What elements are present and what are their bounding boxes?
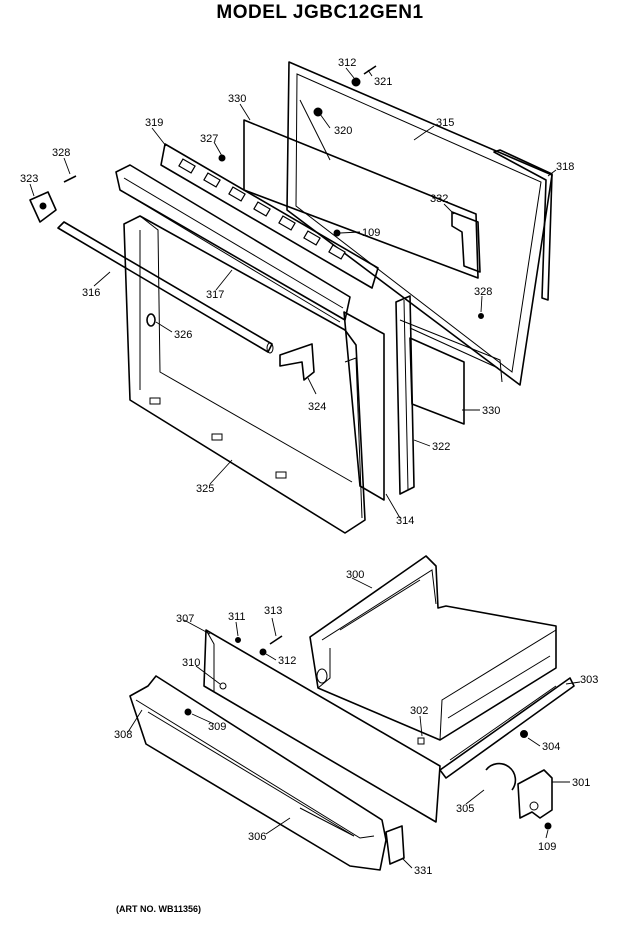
part-label: 304: [542, 741, 560, 753]
inner-door-liner-325: [123, 215, 366, 534]
part-label: 301: [572, 777, 590, 789]
part-label: 324: [308, 401, 326, 413]
part-label: 313: [264, 605, 282, 617]
part-label: 303: [580, 674, 598, 686]
part-label: 308: [114, 729, 132, 741]
part-label: 330: [482, 405, 500, 417]
part-label: 327: [200, 133, 218, 145]
art-number: (ART NO. WB11356): [116, 904, 202, 914]
handle-rod-316: [57, 221, 274, 354]
fasteners-lower: [184, 635, 552, 830]
part-label: 315: [436, 117, 454, 129]
door-hinge-assembly: [399, 319, 503, 383]
side-trim-318: [493, 149, 553, 301]
part-label: 305: [456, 803, 474, 815]
side-channel-322: [395, 295, 415, 495]
hinge-bracket-324: [279, 343, 315, 381]
part-label: 109: [362, 227, 380, 239]
bracket-332: [451, 211, 481, 273]
part-label: 319: [145, 117, 163, 129]
part-label: 306: [248, 831, 266, 843]
part-label: 328: [52, 147, 70, 159]
door-outer-frame-315: [286, 61, 553, 386]
drawer-inner-panel-307: [203, 629, 441, 823]
end-cap-331: [385, 825, 405, 865]
clip-326: [146, 313, 156, 327]
part-label: 330: [228, 93, 246, 105]
part-label: 307: [176, 613, 194, 625]
part-label: 312: [278, 655, 296, 667]
part-label: 300: [346, 569, 364, 581]
part-label: 318: [556, 161, 574, 173]
part-label: 321: [374, 76, 392, 88]
part-label: 325: [196, 483, 214, 495]
part-label: 326: [174, 329, 192, 341]
screw-328-upper-left: [63, 175, 77, 183]
part-label: 312: [338, 57, 356, 69]
part-label: 332: [430, 193, 448, 205]
part-label: 302: [410, 705, 428, 717]
slide-rail-303: [439, 677, 575, 779]
broiler-drawer-pan-300: [309, 555, 557, 741]
part-label: 316: [82, 287, 100, 299]
model-title: MODEL JGBC12GEN1: [216, 2, 424, 23]
part-label: 320: [334, 125, 352, 137]
door-glass-330-lower: [409, 337, 465, 425]
part-label: 317: [206, 289, 224, 301]
inner-glass-314: [343, 311, 385, 501]
hinge-plate-301: [517, 769, 553, 819]
door-trim-bar-317: [115, 164, 351, 323]
part-label: 331: [414, 865, 432, 877]
door-glass-330-upper: [243, 119, 479, 279]
part-label: 322: [432, 441, 450, 453]
vent-panel-319: [160, 143, 379, 289]
leader-lines: [29, 67, 581, 869]
part-label: 323: [20, 173, 38, 185]
part-label: 309: [208, 721, 226, 733]
part-label: 310: [182, 657, 200, 669]
spring-ring-305: [485, 762, 517, 791]
fasteners-upper: [218, 65, 484, 319]
part-label: 311: [228, 611, 246, 623]
part-label: 109: [538, 841, 556, 853]
drawer-front-panel-308: [129, 675, 387, 871]
part-label: 328: [474, 286, 492, 298]
part-label: 314: [396, 515, 414, 527]
handle-end-cap-323: [29, 191, 57, 223]
part-labels: 312 321 330 315 319 327 320 318 328 323 …: [20, 57, 598, 877]
